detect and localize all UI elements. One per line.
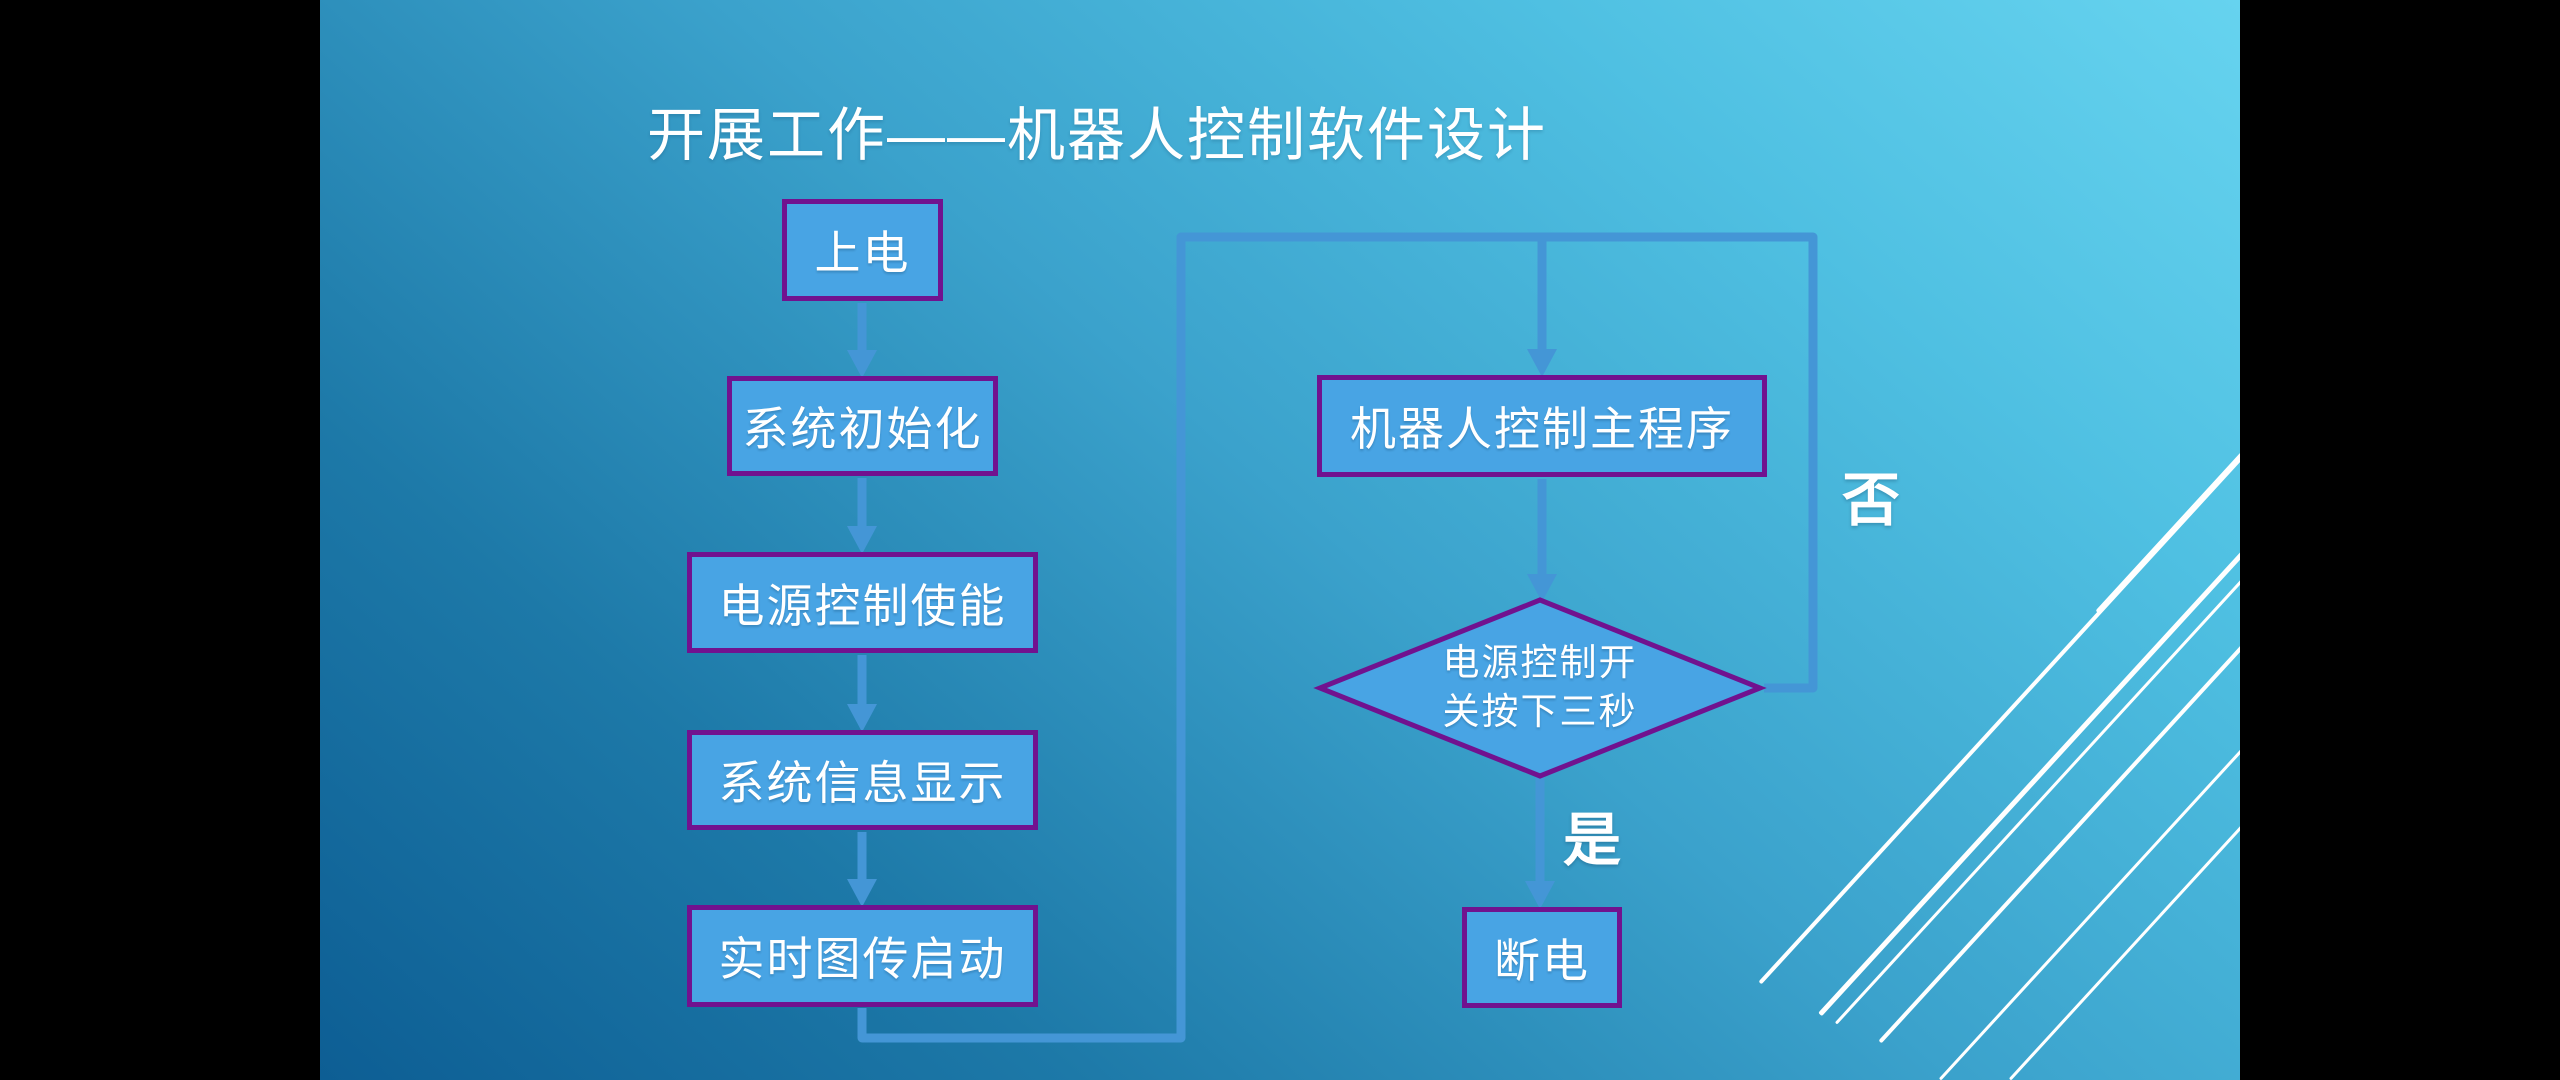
decision-text-line2: 关按下三秒: [1442, 691, 1638, 732]
flow-node-robot-main-program: 机器人控制主程序: [1317, 375, 1767, 477]
letterbox-left: [0, 0, 320, 1080]
flow-node-realtime-video-start: 实时图传启动: [687, 905, 1038, 1007]
arrowhead: [847, 879, 877, 907]
branch-label-no: 否: [1842, 468, 1901, 533]
flow-node-power-off: 断电: [1462, 907, 1622, 1008]
flow-node-system-info-display: 系统信息显示: [687, 730, 1038, 830]
branch-label-yes: 是: [1563, 808, 1622, 873]
decision-diamond: [1313, 597, 1767, 779]
flow-node-system-init: 系统初始化: [727, 376, 998, 476]
flowchart-connector-layer: [847, 232, 1818, 1043]
arrowhead: [1527, 574, 1557, 602]
arrowhead: [847, 526, 877, 554]
arrowhead: [847, 704, 877, 732]
arrowhead: [847, 350, 877, 378]
decision-text-line1: 电源控制开: [1442, 642, 1638, 684]
letterbox-right: [2240, 0, 2560, 1080]
arrowhead: [1527, 349, 1557, 377]
arrowhead: [1525, 881, 1555, 909]
slide-title: 开展工作——机器人控制软件设计: [647, 103, 1548, 168]
presentation-slide: 开展工作——机器人控制软件设计 上电 系统初始化 电源控制使能 系统: [320, 0, 2240, 1080]
flow-node-power-control-enable: 电源控制使能: [687, 552, 1038, 653]
connector-loop: [857, 232, 1818, 1043]
flow-node-power-on: 上电: [782, 199, 943, 301]
decision-node-text: 电源控制开 关按下三秒: [1360, 628, 1720, 748]
